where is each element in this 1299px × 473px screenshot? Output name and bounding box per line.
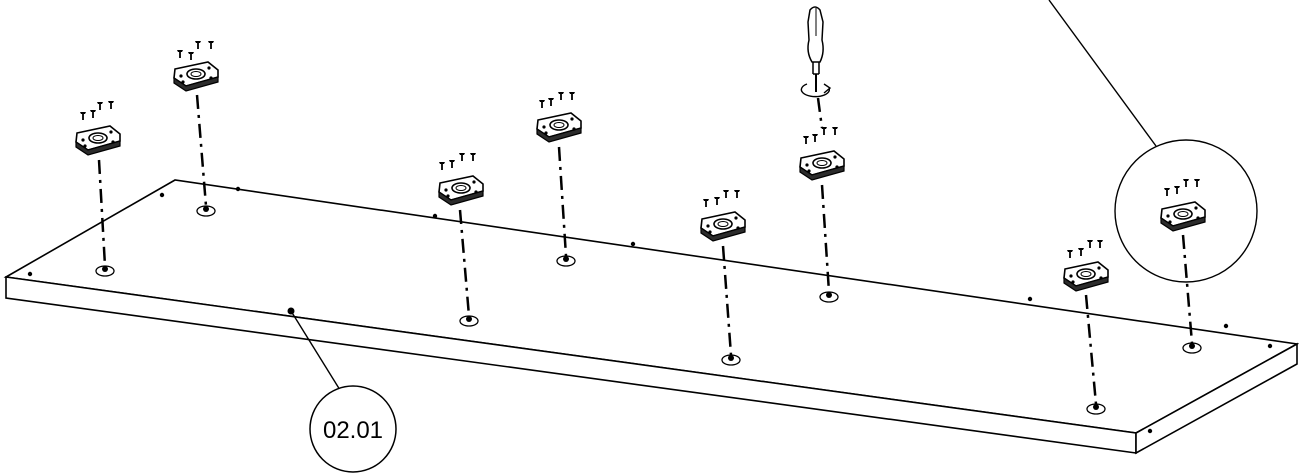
- screw-icon: [802, 126, 839, 145]
- screw-icon: [1066, 239, 1104, 259]
- bracket-icon: [700, 211, 746, 242]
- part-label-callout: 02.01: [287, 307, 397, 473]
- screw-icon: [438, 152, 477, 171]
- bracket-icon: [1160, 201, 1206, 232]
- screwdriver-icon: [807, 6, 824, 92]
- zoom-callout-circle: [1048, 0, 1258, 283]
- bracket-icon: [799, 150, 845, 181]
- board-panel: [3, 179, 1299, 455]
- bracket-icon: [438, 175, 484, 206]
- bracket-icon: [173, 61, 219, 92]
- bracket-icon: [1063, 261, 1109, 292]
- screw-icon: [538, 91, 576, 109]
- rotation-arrow-icon: [800, 83, 832, 98]
- bracket-icon: [75, 125, 121, 156]
- guide-lines: [97, 94, 1194, 405]
- screw-icon: [1163, 178, 1201, 197]
- screw-icon: [176, 40, 215, 61]
- screw-icon: [79, 100, 115, 121]
- screw-icon: [702, 189, 741, 208]
- part-label: 02.01: [323, 417, 383, 444]
- bracket-icon: [536, 112, 582, 143]
